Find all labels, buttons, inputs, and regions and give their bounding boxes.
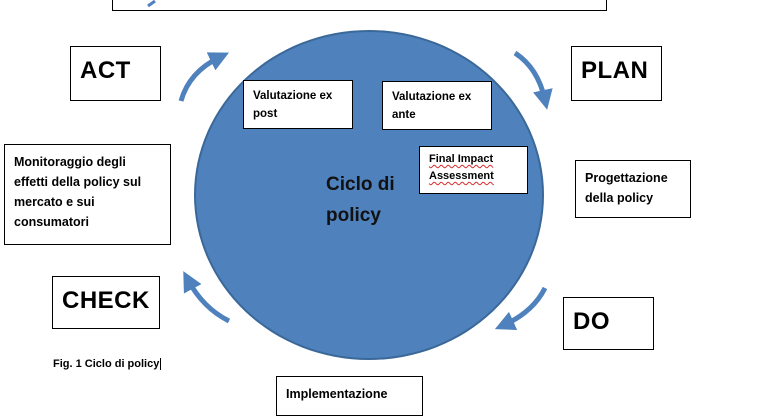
center-line-2: policy — [326, 205, 381, 226]
plan-label: PLAN — [581, 57, 649, 84]
act-desc-line-4: consumatori — [14, 215, 90, 229]
arrow-plan-to-do-icon — [513, 50, 553, 110]
plan-desc-line-1: Progettazione — [585, 171, 668, 185]
arrow-do-to-check-icon — [494, 286, 548, 331]
final-impact-box: Final Impact Assessment — [419, 146, 528, 194]
arrow-act-to-plan-icon — [178, 52, 230, 102]
act-description-box: Monitoraggio degli effetti della policy … — [4, 144, 171, 245]
ex-post-line-2: post — [253, 108, 278, 120]
caption-text: Fig. 1 Ciclo di policy — [53, 358, 162, 370]
ex-post-box: Valutazione ex post — [243, 80, 353, 129]
act-desc-line-2: effetti della policy sul — [14, 175, 142, 189]
do-label: DO — [573, 308, 610, 335]
figure-caption: Fig. 1 Ciclo di policy — [53, 358, 162, 370]
final-impact-line-2: Assessment — [429, 170, 494, 182]
act-desc-line-3: mercato e sui — [14, 195, 95, 209]
cycle-center-label: Ciclo di policy — [326, 169, 395, 231]
top-arrow-fragment-icon — [147, 0, 156, 8]
final-impact-line-1: Final Impact — [429, 153, 494, 165]
ex-ante-line-1: Valutazione ex — [392, 91, 472, 103]
center-line-1: Ciclo di — [326, 174, 395, 195]
cycle-arrows — [147, 0, 553, 331]
act-desc-line-1: Monitoraggio degli — [14, 155, 126, 169]
ex-ante-box: Valutazione ex ante — [382, 81, 492, 130]
check-label-box: CHECK — [52, 276, 160, 329]
do-desc-line-1: Implementazione — [286, 387, 388, 401]
act-label-box: ACT — [70, 46, 161, 101]
top-cropped-box — [112, 0, 607, 11]
plan-label-box: PLAN — [571, 46, 662, 101]
ex-post-line-1: Valutazione ex — [253, 90, 333, 102]
act-label: ACT — [80, 57, 131, 84]
do-label-box: DO — [563, 297, 654, 350]
plan-description-box: Progettazione della policy — [575, 160, 691, 218]
arrow-check-to-act-icon — [183, 271, 231, 324]
plan-desc-line-2: della policy — [585, 191, 654, 205]
check-label: CHECK — [62, 287, 150, 314]
ex-ante-line-2: ante — [392, 109, 416, 121]
